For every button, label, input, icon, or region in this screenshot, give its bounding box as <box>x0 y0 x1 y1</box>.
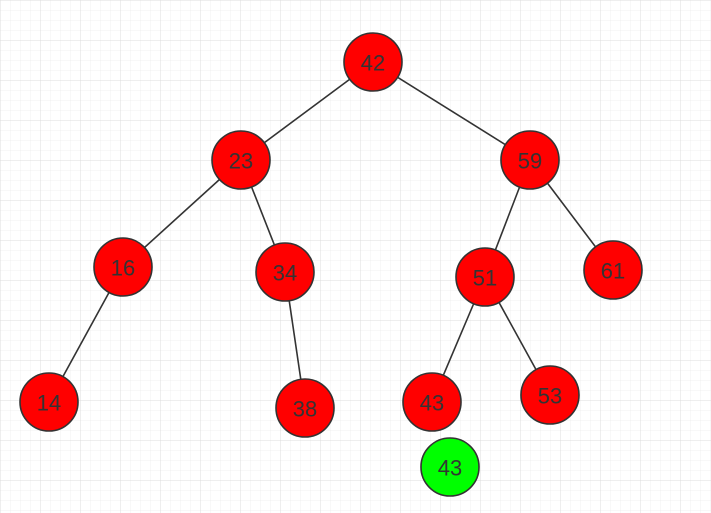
node-circle <box>211 130 271 190</box>
tree-node: 38 <box>275 378 335 438</box>
tree-node: 42 <box>343 32 403 92</box>
node-label: 53 <box>538 384 562 409</box>
node-label: 38 <box>293 397 317 422</box>
tree-edge <box>372 61 531 161</box>
node-label: 16 <box>111 256 135 281</box>
node-circle <box>343 32 403 92</box>
tree-node: 23 <box>211 130 271 190</box>
tree-node: 53 <box>520 365 580 425</box>
tree-node: 14 <box>19 372 79 432</box>
node-circle <box>275 378 335 438</box>
node-circle <box>19 372 79 432</box>
nodes-layer: 42 23 59 16 34 51 61 14 38 43 53 43 <box>19 32 643 497</box>
tree-node: 34 <box>255 242 315 302</box>
tree-node: 16 <box>93 237 153 297</box>
tree-node: 43 <box>402 372 462 432</box>
node-label: 43 <box>438 456 462 481</box>
node-circle <box>500 130 560 190</box>
node-circle <box>583 240 643 300</box>
node-label: 42 <box>361 51 385 76</box>
node-label: 51 <box>473 266 497 291</box>
node-label: 34 <box>273 261 297 286</box>
tree-node-highlighted: 43 <box>420 437 480 497</box>
node-circle <box>93 237 153 297</box>
node-circle <box>520 365 580 425</box>
node-circle <box>255 242 315 302</box>
node-label: 23 <box>229 149 253 174</box>
node-circle <box>420 437 480 497</box>
node-label: 43 <box>420 391 444 416</box>
node-label: 61 <box>601 259 625 284</box>
node-label: 59 <box>518 149 542 174</box>
tree-node: 51 <box>455 247 515 307</box>
node-circle <box>402 372 462 432</box>
tree-node: 59 <box>500 130 560 190</box>
tree-node: 61 <box>583 240 643 300</box>
node-circle <box>455 247 515 307</box>
node-label: 14 <box>37 391 61 416</box>
